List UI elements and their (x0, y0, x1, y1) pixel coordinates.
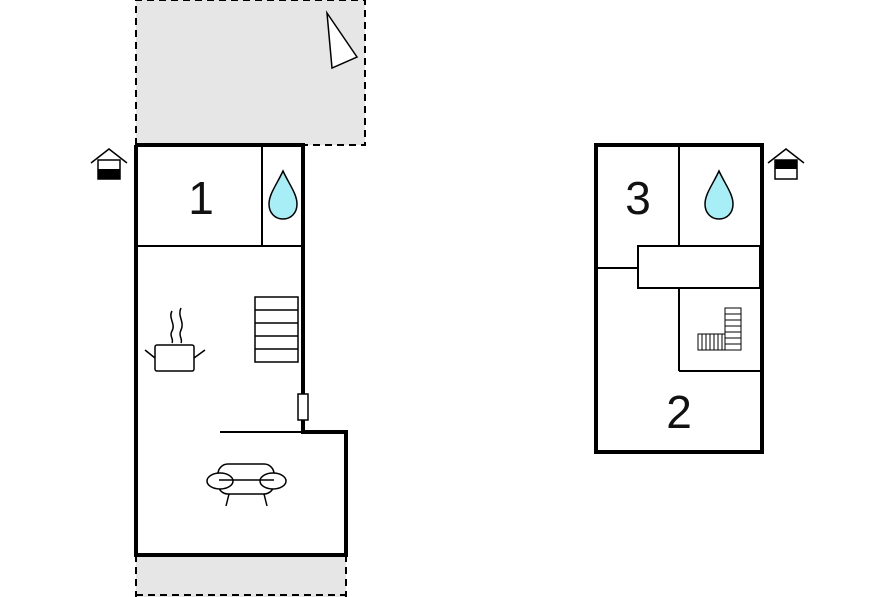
terrace-top (135, 0, 366, 146)
sofa-icon (206, 463, 287, 507)
stairs-icon (697, 307, 742, 351)
room-number-3: 3 (625, 172, 651, 224)
terrace-bottom (135, 555, 347, 597)
room-number-2: 2 (666, 386, 692, 438)
bathroom-drop-icon (704, 169, 734, 220)
entrance-icon (767, 148, 805, 180)
bathroom-drop-icon (268, 169, 298, 220)
building-left (134, 143, 348, 557)
kitchen-pot-icon (144, 307, 206, 372)
stairs-icon (254, 296, 299, 363)
north-arrow-icon (325, 10, 359, 70)
room-number-1: 1 (188, 172, 214, 224)
entrance-icon (90, 148, 128, 180)
window-marker (297, 393, 309, 421)
building-right (594, 143, 764, 454)
